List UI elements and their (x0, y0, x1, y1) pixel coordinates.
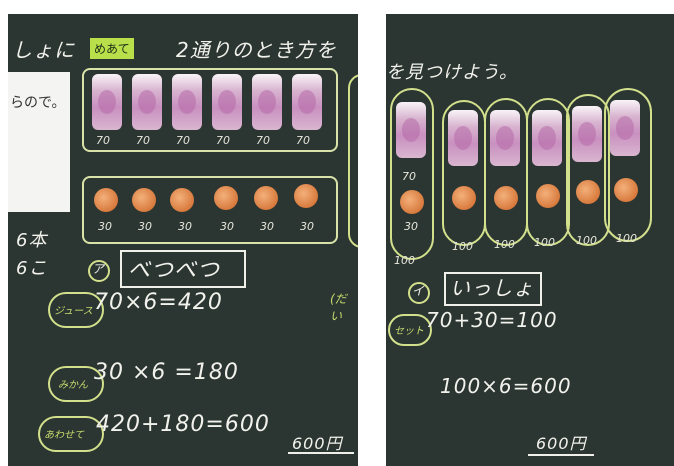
paper-text: らので。 (10, 92, 65, 112)
equation-total-right: 100×6=600 (440, 374, 572, 398)
orange-price: 30 (260, 220, 274, 233)
answer-left: 600円 (292, 430, 343, 454)
set-price: 100 (534, 236, 555, 249)
orange (614, 178, 638, 202)
juice-bottle (92, 74, 122, 130)
orange (94, 188, 118, 212)
set-price: 100 (576, 234, 597, 247)
top-text: を見つけよう。 (386, 58, 518, 84)
tag-total: あわせて (44, 426, 84, 441)
orange-price: 30 (178, 220, 192, 233)
way-number: ア (92, 260, 105, 277)
way-label: べつべつ (128, 252, 220, 284)
juice-bottle (396, 102, 426, 158)
juice-bottle (610, 100, 640, 156)
paper-sheet: らので。 (8, 72, 70, 212)
set-price: 100 (452, 240, 473, 253)
juice-bottle (252, 74, 282, 130)
edge-oval (348, 74, 358, 248)
answer-underline-left (288, 452, 354, 454)
top-text-right: 2通りのとき方を (176, 34, 337, 63)
juice-bottle (212, 74, 242, 130)
juice-bottle (132, 74, 162, 130)
juice-bottle (448, 110, 478, 166)
equation-orange: 30 ×6 =180 (94, 360, 239, 385)
tag-juice: ジュース (54, 302, 93, 317)
equation-juice: 70×6=420 (94, 290, 223, 315)
orange (170, 188, 194, 212)
orange (132, 188, 156, 212)
juice-price: 70 (176, 134, 190, 147)
set-price: 100 (616, 232, 637, 245)
right-blackboard-photo: を見つけよう。 70 30 100 100 100 100 100 100 イ … (386, 14, 674, 466)
count-orange: 6こ (16, 254, 47, 280)
orange-price: 30 (220, 220, 234, 233)
pair-orange-price: 30 (404, 220, 418, 233)
juice-price: 70 (256, 134, 270, 147)
tag-orange: みかん (58, 376, 88, 391)
aim-label: めあて (90, 38, 134, 59)
orange (214, 186, 238, 210)
juice-bottle (490, 110, 520, 166)
orange-price: 30 (138, 220, 152, 233)
way-number: イ (412, 282, 425, 299)
top-text-left: しょに (12, 34, 75, 63)
orange (494, 186, 518, 210)
juice-price: 70 (216, 134, 230, 147)
orange (294, 184, 318, 208)
pair-juice-price: 70 (402, 170, 416, 183)
orange (254, 186, 278, 210)
juice-bottle (572, 106, 602, 162)
set-price: 100 (394, 254, 415, 267)
equation-set: 70+30=100 (426, 308, 558, 332)
count-juice: 6本 (16, 226, 47, 252)
left-blackboard-photo: しょに めあて 2通りのとき方を らので。 70 70 70 70 70 70 … (8, 14, 358, 466)
answer-right: 600円 (536, 430, 587, 454)
orange (576, 180, 600, 204)
answer-underline-right (528, 454, 594, 456)
orange-price: 30 (98, 220, 112, 233)
juice-price: 70 (96, 134, 110, 147)
juice-bottle (532, 110, 562, 166)
juice-price: 70 (136, 134, 150, 147)
orange (400, 190, 424, 214)
juice-price: 70 (296, 134, 310, 147)
orange (452, 186, 476, 210)
juice-bottle (292, 74, 322, 130)
juice-bottle (172, 74, 202, 130)
orange-price: 30 (300, 220, 314, 233)
set-price: 100 (494, 238, 515, 251)
orange (536, 184, 560, 208)
equation-total: 420+180=600 (96, 412, 270, 437)
way-label: いっしょ (450, 272, 534, 301)
edge-tag: (だい (330, 290, 358, 324)
tag-set: セット (394, 322, 424, 337)
